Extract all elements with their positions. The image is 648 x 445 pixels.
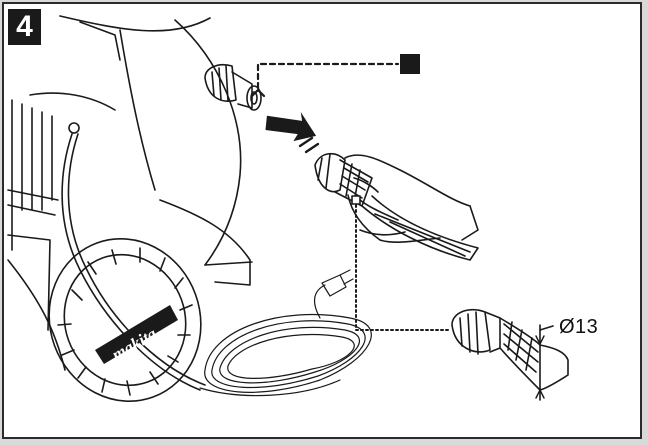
detail-callout-line — [351, 195, 449, 331]
diameter-label: Ø13 — [559, 316, 599, 338]
outlet-fitting — [204, 63, 262, 111]
figure-frame — [2, 2, 642, 439]
power-cord-coil — [199, 269, 372, 397]
hose-end-in-hand — [314, 152, 479, 261]
callout-square-marker — [400, 54, 420, 74]
step-number-badge: 4 — [8, 9, 41, 45]
insert-direction-arrow — [265, 112, 320, 154]
callout-line — [250, 54, 420, 98]
machine-housing — [7, 15, 253, 391]
hose-end-detail — [451, 308, 569, 401]
hose-reel: makita — [48, 237, 202, 403]
